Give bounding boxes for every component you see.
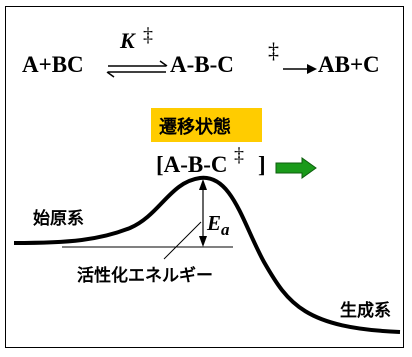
forward-equilibrium-arrowhead — [159, 60, 168, 67]
decomposition-arrowhead — [307, 64, 317, 74]
activation-energy-arrowhead-down — [199, 236, 207, 247]
transition-state-formula: [A-B-C — [156, 152, 228, 177]
activation-energy-label: 活性化エネルギー — [77, 266, 213, 286]
energy-profile-curve — [13, 175, 401, 334]
reverse-equilibrium-arrowhead — [106, 71, 115, 78]
activation-energy-pointer — [163, 221, 202, 260]
activated-complex-label: A-B-C — [170, 52, 234, 77]
diagram-frame — [5, 6, 404, 348]
products-label: AB+C — [318, 52, 380, 77]
rate-constant-symbol: K — [120, 28, 135, 53]
transition-state-label-background — [151, 108, 262, 142]
reactants-label: A+BC — [22, 52, 84, 77]
transition-state-formula-close: ] — [258, 152, 266, 177]
product-system-label: 生成系 — [340, 301, 391, 321]
activated-complex-dagger: ‡ — [268, 38, 279, 63]
transition-state-forward-arrow — [275, 157, 317, 179]
transition-state-label: 遷移状態 — [159, 117, 231, 138]
activation-energy-subscript: a — [221, 220, 230, 239]
rate-constant-dagger: ‡ — [143, 24, 153, 46]
transition-state-dagger: ‡ — [234, 144, 244, 166]
activation-energy-arrowhead-up — [199, 179, 207, 190]
activation-energy-symbol: E — [207, 211, 222, 235]
initial-system-label: 始原系 — [33, 209, 84, 229]
